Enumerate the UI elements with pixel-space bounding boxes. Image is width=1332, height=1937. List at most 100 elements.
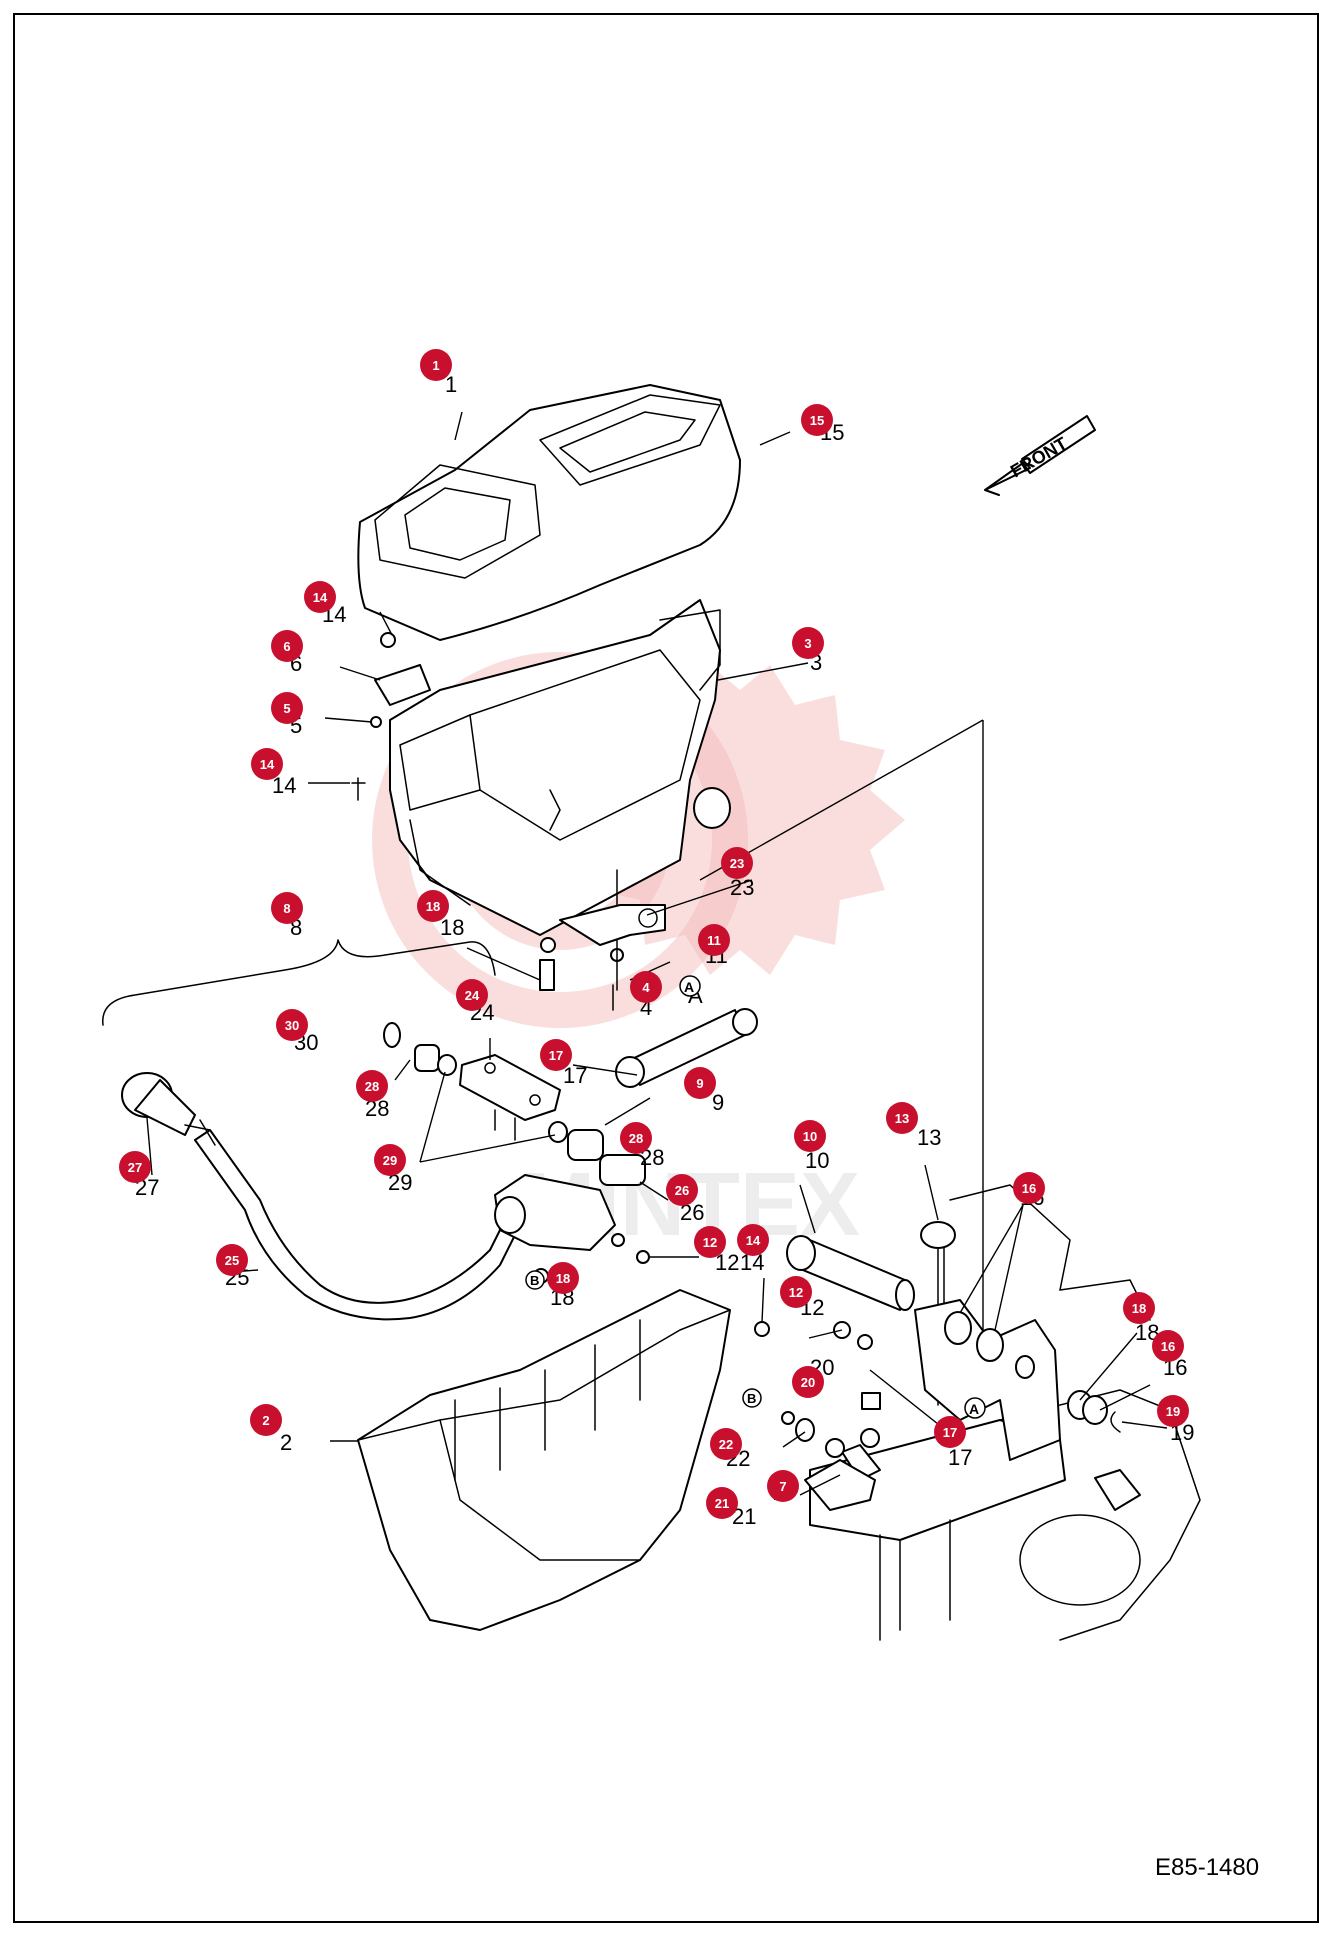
part-badge: 12: [694, 1226, 726, 1258]
part-badge-number: 28: [365, 1079, 379, 1094]
part-badge-number: 6: [283, 639, 290, 654]
part-badge-number: 8: [283, 901, 290, 916]
part-badge-number: 14: [746, 1233, 761, 1248]
part-badge: 21: [706, 1487, 738, 1519]
control-lever: [121, 1072, 516, 1321]
part-badge-number: 27: [128, 1160, 142, 1175]
part-badge: 13: [886, 1102, 918, 1134]
part-badge-number: 18: [1132, 1301, 1146, 1316]
part-badge: 12: [780, 1276, 812, 1308]
part-badge: 28: [356, 1070, 388, 1102]
part-badge: 18: [547, 1262, 579, 1294]
drawing-frame: [13, 13, 1319, 1923]
part-badge: 18: [1123, 1292, 1155, 1324]
part-callout: 33: [792, 627, 824, 675]
part-badge: 17: [540, 1039, 572, 1071]
part-callout: 22: [250, 1404, 292, 1455]
part-callout: 44: [630, 971, 662, 1020]
svg-text:B: B: [530, 1273, 539, 1288]
pin-assembly: [615, 1008, 758, 1088]
part-badge-number: 19: [1166, 1404, 1180, 1419]
part-number-label: 9: [712, 1090, 724, 1115]
part-badge-number: 12: [703, 1235, 717, 1250]
part-badge: 27: [119, 1151, 151, 1183]
part-badge-number: 28: [629, 1131, 643, 1146]
part-badge: 16: [1152, 1330, 1184, 1362]
part-badge: 4: [630, 971, 662, 1003]
part-badge-number: 22: [719, 1437, 733, 1452]
part-badge: 28: [620, 1122, 652, 1154]
part-badge-number: 1: [432, 358, 439, 373]
part-badge-number: 9: [696, 1076, 703, 1091]
part-badge: 11: [698, 924, 730, 956]
part-badge-number: 25: [225, 1253, 239, 1268]
part-badge: 10: [794, 1120, 826, 1152]
part-badge-number: 29: [383, 1153, 397, 1168]
part-badge-number: 10: [803, 1129, 817, 1144]
callout-marker-a: A: [679, 975, 701, 997]
part-badge: 15: [801, 404, 833, 436]
part-badge-number: 24: [465, 988, 480, 1003]
drawing-code: E85-1480: [1155, 1854, 1259, 1881]
part-badge: 14: [737, 1224, 769, 1256]
part-number-label: 13: [917, 1125, 941, 1150]
part-number-label: 17: [563, 1063, 587, 1088]
part-number-label: 17: [948, 1445, 972, 1470]
lower-cover: [357, 1289, 731, 1631]
part-badge: 18: [417, 890, 449, 922]
part-number-label: 18: [440, 915, 464, 940]
part-callout: 88: [271, 892, 303, 940]
part-badge: 25: [216, 1244, 248, 1276]
svg-text:A: A: [684, 979, 694, 995]
part-badge: 19: [1157, 1395, 1189, 1427]
part-badge: 9: [684, 1067, 716, 1099]
plate-bracket: [459, 1054, 561, 1121]
part-callout: 55: [271, 692, 303, 738]
part-badge-number: 16: [1161, 1339, 1175, 1354]
part-badge-number: 14: [260, 757, 275, 772]
part-badge-number: 26: [675, 1183, 689, 1198]
part-badge-number: 23: [730, 856, 744, 871]
part-badge-number: 12: [789, 1285, 803, 1300]
part-badge: 14: [304, 581, 336, 613]
part-badge: 17: [934, 1416, 966, 1448]
part-badge: 3: [792, 627, 824, 659]
part-badge-number: 18: [556, 1271, 570, 1286]
part-badge-number: 5: [283, 701, 290, 716]
part-badge: 24: [456, 979, 488, 1011]
part-badge: 23: [721, 847, 753, 879]
part-badge-number: 7: [779, 1479, 786, 1494]
part-badge-number: 16: [1022, 1181, 1036, 1196]
part-badge-number: 30: [285, 1018, 299, 1033]
part-number-label: 23: [730, 875, 754, 900]
part-callout: 99: [684, 1067, 724, 1115]
svg-text:B: B: [747, 1391, 756, 1406]
part-badge: 14: [251, 748, 283, 780]
part-badge-number: 2: [262, 1413, 269, 1428]
assembly-brace: [102, 939, 496, 1026]
part-badge-number: 3: [804, 636, 811, 651]
